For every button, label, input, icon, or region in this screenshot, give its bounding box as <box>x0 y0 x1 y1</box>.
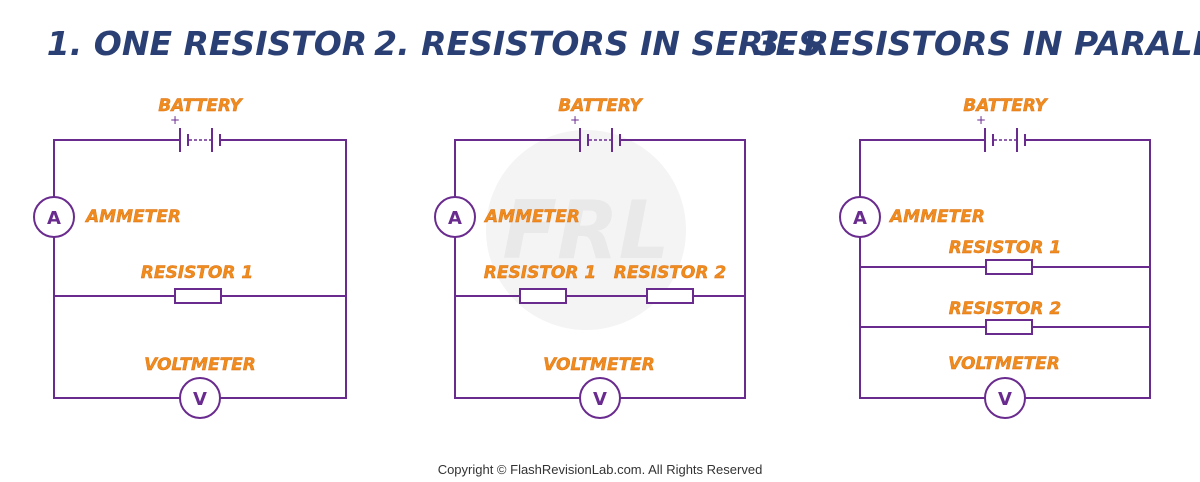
panel-1-voltmeter-letter: V <box>193 389 207 410</box>
watermark-logo: FRL <box>486 130 686 330</box>
panel-3-resistor-1-label: RESISTOR 1 <box>949 238 1061 258</box>
panel-1-ammeter-letter: A <box>47 208 61 229</box>
panel-resistors-in-parallel: 3. RESISTORS IN PARALLEL BATTERY + A AMM… <box>757 24 1200 419</box>
panel-3-resistor-2-symbol <box>985 319 1033 335</box>
panel-2-resistor-2-label: RESISTOR 2 <box>614 263 726 283</box>
panel-3-top-wire-right <box>1025 139 1151 399</box>
panel-1-resistor-1-symbol <box>174 288 222 304</box>
panel-resistors-in-series: FRL 2. RESISTORS IN SERIES BATTERY + A A… <box>374 24 822 419</box>
panel-2-left-wire <box>454 237 580 399</box>
panel-3-resistor-1-symbol <box>985 259 1033 275</box>
panel-3-top-wire-left <box>859 139 985 197</box>
panel-2-battery-label: BATTERY <box>558 96 643 116</box>
panel-1-resistor-1-label: RESISTOR 1 <box>141 263 253 283</box>
panel-3-voltmeter-label: VOLTMETER <box>948 354 1060 374</box>
panel-1-battery-label: BATTERY <box>158 96 243 116</box>
panel-1-top-wire-right <box>220 139 347 399</box>
panel-2-resistor-1-symbol <box>519 288 567 304</box>
panel-3-battery-plus: + <box>976 113 986 127</box>
panel-1-battery-plus: + <box>170 113 180 127</box>
panel-3-ammeter-label: AMMETER <box>888 207 985 227</box>
panel-3-battery-symbol <box>984 128 1026 152</box>
panel-2-resistor-2-symbol <box>646 288 694 304</box>
watermark-circle <box>486 130 686 330</box>
watermark-text: FRL <box>502 184 669 277</box>
panel-3-voltmeter-letter: V <box>998 389 1012 410</box>
panel-1-ammeter-symbol <box>33 196 75 238</box>
panel-2-battery-symbol <box>579 128 621 152</box>
panel-one-resistor: 1. ONE RESISTOR BATTERY + A AMMETER RESI… <box>33 24 367 419</box>
panel-1-voltmeter-label: VOLTMETER <box>144 355 256 375</box>
panel-2-resistor-1-label: RESISTOR 1 <box>484 263 596 283</box>
panel-3-title: 3. RESISTORS IN PARALLEL <box>757 24 1200 63</box>
copyright-notice: Copyright © FlashRevisionLab.com. All Ri… <box>438 462 763 477</box>
panel-3-left-wire <box>859 237 985 399</box>
panel-2-ammeter-symbol <box>434 196 476 238</box>
panel-2-voltmeter-symbol <box>579 377 621 419</box>
panel-1-title: 1. ONE RESISTOR <box>47 24 367 63</box>
panel-3-voltmeter-symbol <box>984 377 1026 419</box>
panel-1-battery-symbol <box>179 128 221 152</box>
panel-2-ammeter-letter: A <box>448 208 462 229</box>
panel-1-top-wire-left <box>53 139 180 197</box>
panel-2-top-wire-left <box>454 139 580 197</box>
panel-2-ammeter-label: AMMETER <box>483 207 580 227</box>
panel-3-ammeter-letter: A <box>853 208 867 229</box>
panel-2-battery-plus: + <box>570 113 580 127</box>
panel-1-ammeter-label: AMMETER <box>84 207 181 227</box>
panel-3-ammeter-symbol <box>839 196 881 238</box>
panel-1-voltmeter-symbol <box>179 377 221 419</box>
panel-2-top-wire-right <box>620 139 746 399</box>
panel-3-resistor-2-label: RESISTOR 2 <box>949 299 1061 319</box>
panel-1-left-wire <box>53 237 180 399</box>
panel-2-voltmeter-label: VOLTMETER <box>543 355 655 375</box>
panel-2-title: 2. RESISTORS IN SERIES <box>374 24 822 63</box>
panel-3-battery-label: BATTERY <box>963 96 1048 116</box>
panel-2-voltmeter-letter: V <box>593 389 607 410</box>
